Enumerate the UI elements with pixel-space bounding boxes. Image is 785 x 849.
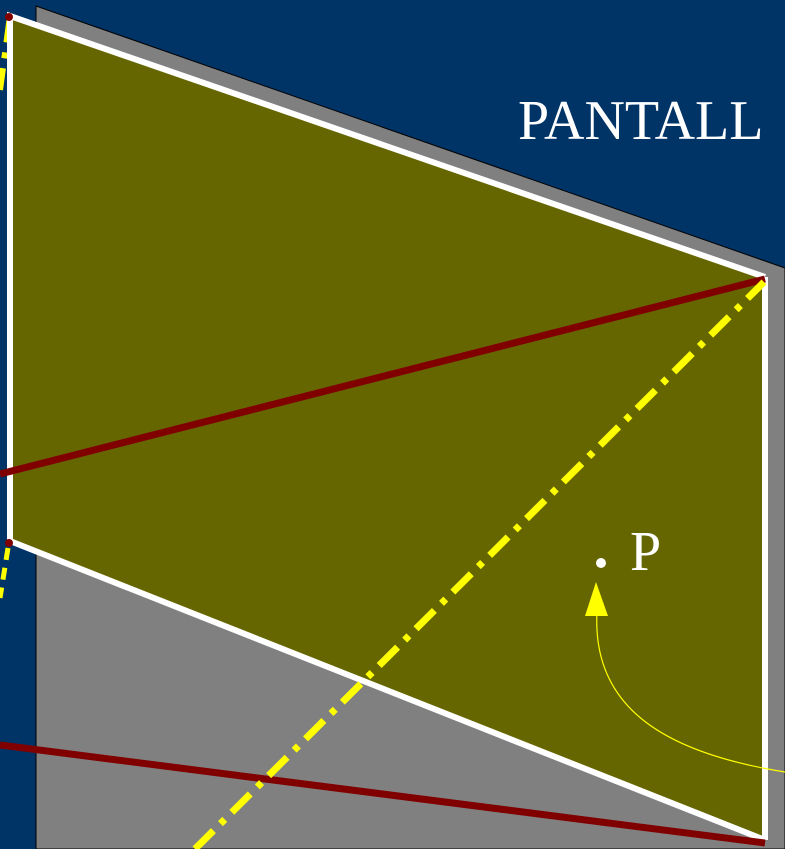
screen-plane-border bbox=[7, 11, 767, 843]
red-line-upper bbox=[0, 275, 766, 478]
corner-marker-upper-left bbox=[5, 13, 13, 21]
slide-title: PANTALL bbox=[518, 90, 764, 152]
point-p-label: P bbox=[630, 521, 662, 583]
curved-arrow bbox=[596, 611, 785, 773]
point-p-dot bbox=[596, 558, 606, 568]
yellow-dashed-line-main bbox=[192, 279, 767, 849]
corner-marker-lower-left bbox=[5, 539, 13, 547]
arrow-head-icon bbox=[585, 582, 608, 616]
yellow-dashed-line-lower-left bbox=[0, 547, 11, 599]
red-line-lower bbox=[0, 741, 766, 847]
screen-plane bbox=[10, 16, 765, 840]
